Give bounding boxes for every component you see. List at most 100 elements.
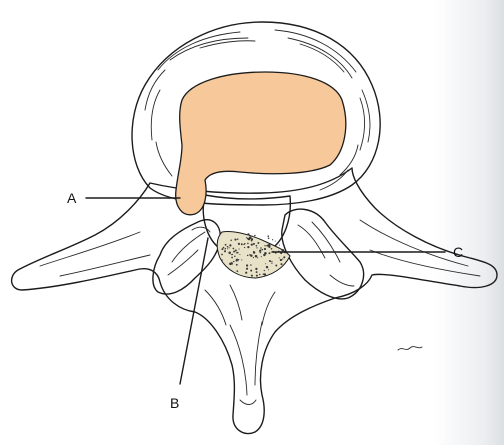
stipple-dot bbox=[236, 264, 238, 266]
stipple-dot bbox=[255, 268, 257, 270]
stipple-dot bbox=[268, 237, 270, 239]
stipple-dot bbox=[259, 249, 261, 251]
stipple-dot bbox=[246, 237, 247, 238]
stipple-dot bbox=[246, 264, 248, 266]
stipple-dot bbox=[281, 249, 284, 252]
stipple-dot bbox=[257, 257, 258, 258]
stipple-dot bbox=[250, 264, 252, 266]
stipple-dot bbox=[245, 272, 247, 274]
stipple-dot bbox=[230, 239, 232, 241]
stipple-dot bbox=[247, 243, 249, 245]
stipple-dot bbox=[238, 259, 240, 261]
stipple-dot bbox=[238, 243, 240, 245]
stipple-dot bbox=[260, 252, 262, 254]
vertebral-arch bbox=[12, 168, 497, 434]
stipple-dot bbox=[237, 238, 239, 240]
stipple-dot bbox=[259, 274, 260, 275]
stipple-dot bbox=[272, 239, 273, 240]
stipple-dot bbox=[233, 248, 235, 250]
stipple-dot bbox=[241, 243, 243, 245]
stipple-dot bbox=[265, 263, 266, 264]
stipple-dot bbox=[221, 254, 223, 256]
stipple-dot bbox=[264, 273, 266, 275]
stipple-dot bbox=[279, 245, 280, 246]
stipple-dot bbox=[256, 247, 257, 248]
stipple-dot bbox=[251, 270, 252, 271]
stipple-dot bbox=[251, 240, 253, 242]
leader-line-b bbox=[180, 238, 208, 384]
stipple-dot bbox=[229, 263, 232, 266]
stipple-dot bbox=[251, 243, 253, 245]
stipple-dot bbox=[256, 245, 258, 247]
background-mark bbox=[398, 347, 422, 350]
stipple-dot bbox=[261, 256, 262, 257]
stipple-dot bbox=[264, 254, 265, 255]
stipple-dot bbox=[267, 235, 269, 237]
stipple-dot bbox=[229, 244, 231, 246]
stipple-dot bbox=[266, 245, 268, 247]
stipple-dot bbox=[271, 248, 273, 250]
stipple-dot bbox=[243, 244, 244, 245]
stipple-dot bbox=[283, 256, 285, 258]
stipple-dot bbox=[256, 275, 258, 277]
stipple-dot bbox=[225, 244, 227, 246]
stipple-dot bbox=[257, 242, 259, 244]
stipple-dot bbox=[280, 263, 282, 265]
stipple-dot bbox=[254, 235, 256, 237]
stipple-dot bbox=[231, 257, 233, 259]
stipple-dot bbox=[282, 258, 283, 259]
left-transverse-lines bbox=[40, 232, 150, 276]
stipple-dot bbox=[233, 261, 234, 262]
right-facet-joint bbox=[282, 209, 364, 299]
spinous-process-tip bbox=[240, 400, 256, 405]
stipple-dot bbox=[221, 248, 223, 250]
stipple-dot bbox=[229, 247, 230, 248]
stipple-dot bbox=[246, 268, 248, 270]
stipple-dot bbox=[233, 251, 235, 253]
label-b: B bbox=[170, 395, 179, 411]
stipple-dot bbox=[249, 236, 251, 238]
stipple-dot bbox=[235, 259, 237, 261]
stipple-dot bbox=[268, 269, 269, 270]
stipple-dot bbox=[244, 247, 245, 248]
posterior-elements bbox=[12, 168, 497, 434]
herniated-fragment bbox=[217, 231, 290, 278]
lamina-striations bbox=[205, 285, 275, 325]
stipple-dot bbox=[271, 262, 272, 263]
stipple-dot bbox=[239, 254, 240, 255]
stipple-dot bbox=[266, 266, 268, 268]
label-c: C bbox=[453, 244, 463, 260]
intervertebral-disc bbox=[132, 22, 380, 215]
stipple-dot bbox=[253, 257, 254, 258]
stipple-dot bbox=[224, 250, 226, 252]
stipple-dot bbox=[225, 248, 227, 250]
stipple-dot bbox=[237, 252, 239, 254]
stipple-dot bbox=[250, 254, 252, 256]
stipple-dot bbox=[223, 247, 225, 249]
stipple-dot bbox=[253, 251, 254, 252]
stipple-dot bbox=[268, 246, 270, 248]
left-articular-process bbox=[153, 220, 220, 294]
stipple-dot bbox=[269, 252, 271, 254]
stipple-dot bbox=[253, 243, 255, 245]
stipple-dot bbox=[228, 251, 231, 254]
stipple-dot bbox=[231, 254, 232, 255]
right-facet-lines bbox=[298, 222, 354, 286]
stipple-dot bbox=[262, 249, 263, 250]
stipple-dot bbox=[275, 265, 277, 267]
stipple-dot bbox=[264, 245, 265, 246]
stipple-dot bbox=[234, 239, 236, 241]
stipple-dot bbox=[255, 255, 258, 258]
stipple-dot bbox=[251, 275, 253, 277]
stipple-dot bbox=[236, 270, 238, 272]
left-facet-joint bbox=[153, 220, 220, 294]
label-a: A bbox=[67, 190, 77, 206]
stipple-dot bbox=[271, 261, 272, 262]
stipple-dot bbox=[234, 255, 236, 257]
stipple-dot bbox=[247, 246, 249, 248]
stipple-dot bbox=[227, 248, 228, 249]
stipple-dot bbox=[235, 249, 237, 251]
stipple-dot bbox=[247, 233, 249, 235]
